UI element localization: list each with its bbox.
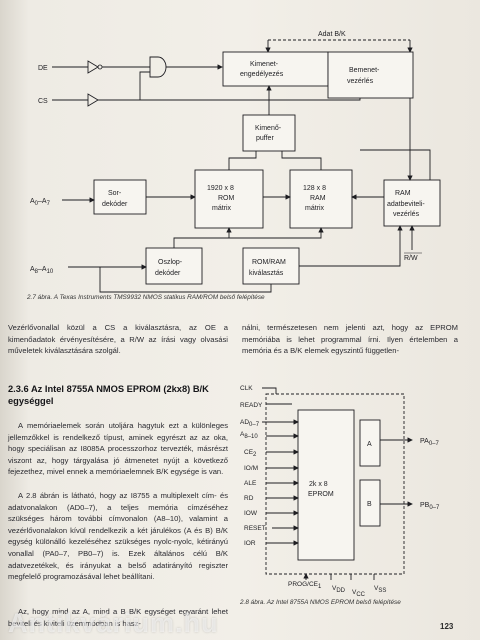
ram-input-control-box — [383, 179, 441, 227]
section-number: 2.3.6 — [8, 384, 29, 394]
output-buffer-box — [242, 114, 296, 152]
rom-ram-select-label-2: kiválasztás — [249, 270, 284, 277]
rom-matrix-box — [194, 169, 264, 229]
row-decoder-label-2: dekóder — [102, 201, 128, 208]
eprom-block — [297, 409, 355, 561]
ram-matrix-size: 128 x 8 — [303, 185, 326, 192]
input-control-label-2: vezérlés — [347, 78, 374, 85]
ram-matrix-label: mátrix — [305, 205, 325, 212]
de-buffer-icon — [87, 60, 99, 74]
pin-vcc: VCC — [352, 589, 366, 598]
pin-vdd: VDD — [332, 585, 346, 594]
port-b-block — [359, 479, 381, 527]
cs-signal-label: CS — [38, 98, 48, 105]
input-control-box — [327, 51, 414, 99]
row-decoder-box — [93, 179, 147, 215]
port-a-label: A — [367, 441, 372, 448]
output-enable-label-1: Kimenet- — [250, 61, 279, 68]
column-decoder-label-2: dekóder — [155, 270, 181, 277]
rom-ram-select-box — [242, 247, 300, 285]
figure-2-7-caption: 2.7 ábra. A Texas Instruments TMS9932 NM… — [27, 294, 265, 301]
pin-ior: IOR — [244, 540, 256, 547]
column-decoder-label-1: Oszlop- — [158, 259, 183, 266]
figure-2-8-caption: 2.8 ábra. Az Intel 8755A NMOS EPROM bels… — [240, 599, 401, 606]
pin-rd: RD — [244, 495, 254, 502]
pin-ad: AD0–7 — [240, 419, 260, 428]
rom-matrix-type: ROM — [218, 195, 235, 202]
port-b-label: B — [367, 501, 372, 508]
column-decoder-box — [145, 247, 203, 285]
body-paragraph-3: Az, hogy mind az A, mind a B B/K egysége… — [8, 607, 228, 628]
pin-ale: ALE — [244, 480, 257, 487]
pin-vss: VSS — [374, 585, 386, 594]
a0-a7-label: A0–A7 — [30, 198, 51, 207]
rom-matrix-label: mátrix — [212, 205, 232, 212]
ram-control-label-2: adatbeviteli- — [387, 201, 425, 208]
watermark-logo: Antikvárium.hu — [8, 608, 219, 638]
pin-clk: CLK — [240, 385, 253, 392]
output-enable-label-2: engedélyezés — [240, 71, 284, 78]
ram-matrix-type: RAM — [310, 195, 326, 202]
rw-signal-label: R/W — [404, 255, 418, 262]
pb-pins-label: PB0–7 — [420, 502, 440, 511]
page-number: 123 — [440, 622, 454, 631]
left-column-intro: Vezérlővonallal közül a CS a kiválasztás… — [8, 323, 228, 356]
chip-outline — [265, 393, 405, 575]
adat-bk-label: Adat B/K — [318, 31, 346, 38]
left-pin-group: CLK READY AD0–7 A8–10 CE2 IO/M ALE RD IO… — [240, 385, 299, 547]
pin-io-m: IO/M — [244, 465, 258, 472]
pin-ready: READY — [240, 402, 263, 409]
cs-buffer-icon — [87, 93, 99, 107]
section-heading: 2.3.6 Az Intel 8755A NMOS EPROM (2kx8) B… — [8, 383, 228, 407]
output-enable-box — [222, 51, 329, 87]
input-control-label-1: Bemenet- — [349, 67, 380, 74]
pin-reset: RESET — [244, 525, 266, 532]
right-column-intro: nálni, természetesen nem jelenti azt, ho… — [242, 323, 458, 356]
ram-control-label-1: RAM — [395, 190, 411, 197]
figure-2-7-block-diagram: Adat B/K DE CS Kimenet- engedélyezés Bem… — [30, 31, 441, 293]
rom-ram-select-label-1: ROM/RAM — [252, 259, 286, 266]
a8-a10-label: A8–A10 — [30, 266, 54, 275]
pin-prog-ce1: PROG/CE1 — [288, 581, 322, 590]
body-paragraph-1: A memóriaelemek során utoljára hagytuk e… — [8, 421, 228, 477]
eprom-size-label: 2k x 8 — [309, 481, 328, 488]
ram-control-label-3: vezérlés — [393, 211, 420, 218]
figure-2-8-block-diagram: 2k x 8 EPROM A B PA0–7 PB0–7 CLK READY A… — [240, 385, 440, 598]
rom-matrix-size: 1920 x 8 — [207, 185, 234, 192]
pin-a: A8–10 — [240, 431, 258, 440]
port-a-block — [359, 419, 381, 467]
de-signal-label: DE — [38, 65, 48, 72]
output-buffer-label-1: Kimenő- — [255, 125, 282, 132]
pin-ce2: CE2 — [244, 449, 257, 458]
section-title: Az Intel 8755A NMOS EPROM (2kx8) B/K egy… — [8, 384, 209, 406]
output-buffer-label-2: puffer — [256, 135, 274, 142]
pa-pins-label: PA0–7 — [420, 438, 440, 447]
and-gate-icon — [149, 56, 167, 78]
body-paragraph-2: A 2.8 ábrán is látható, hogy az I8755 a … — [8, 491, 228, 582]
eprom-type-label: EPROM — [308, 491, 334, 498]
pin-iow: IOW — [244, 510, 258, 517]
row-decoder-label-1: Sor- — [108, 190, 122, 197]
